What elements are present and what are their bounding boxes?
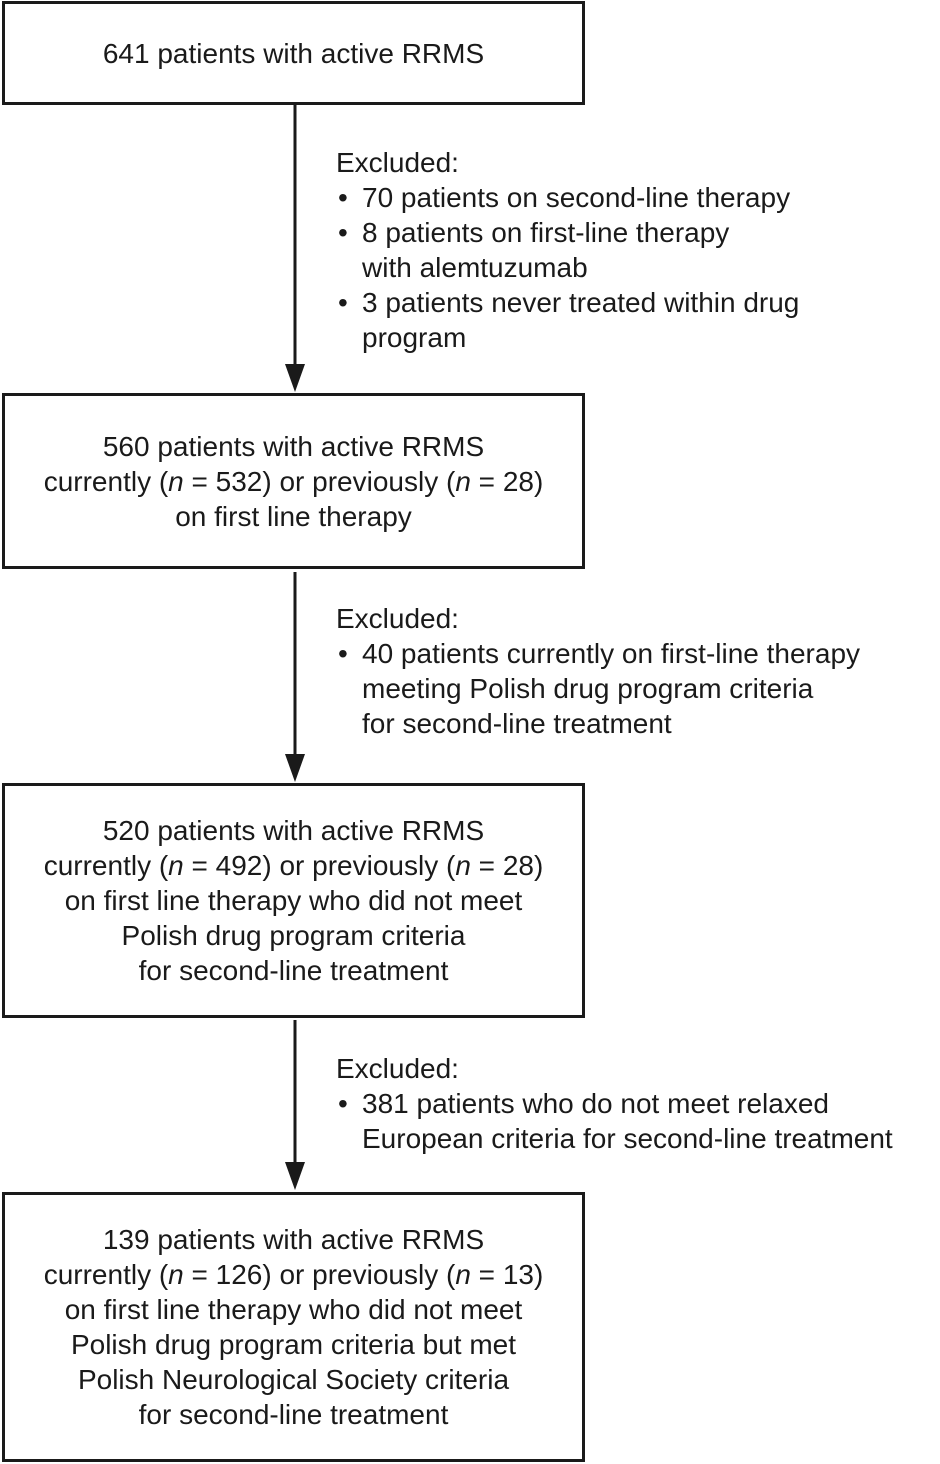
exclusion-heading: Excluded: <box>336 1053 459 1084</box>
exclusion-bullet-line: meeting Polish drug program criteria <box>362 673 814 704</box>
arrow-2-head <box>285 754 305 782</box>
exclusion-bullet-line: 8 patients on first-line therapy <box>336 215 799 250</box>
exclusion-bullet: 70 patients on second-line therapy <box>336 180 799 215</box>
box-text-line: 520 patients with active RRMS <box>102 815 485 846</box>
box-text-line: Polish drug program criteria but met <box>70 1329 517 1360</box>
box-text-line: currently (n = 532) or previously (n = 2… <box>43 465 544 497</box>
box-text-line: Polish Neurological Society criteria <box>77 1364 510 1395</box>
box-text-line: on first line therapy <box>175 500 412 532</box>
exclusion-heading: Excluded: <box>336 147 459 178</box>
box-text-line: for second-line treatment <box>138 955 449 986</box>
box-text-line: on first line therapy who did not meet <box>64 885 523 916</box>
box-text-line: 139 patients with active RRMS <box>102 1224 485 1255</box>
box-text-line: 641 patients with active RRMS <box>102 37 485 69</box>
box-1-all-patients: 641 patients with active RRMS <box>2 1 585 105</box>
exclusion-bullet-line: 3 patients never treated within drug <box>336 285 799 320</box>
exclusion-heading: Excluded: <box>336 603 459 634</box>
arrow-1-head <box>285 364 305 392</box>
exclusion-3: Excluded:381 patients who do not meet re… <box>336 1051 893 1156</box>
box-text-line: 560 patients with active RRMS <box>102 430 485 462</box>
exclusion-bullet: 3 patients never treated within drugprog… <box>336 285 799 355</box>
exclusion-2: Excluded:40 patients currently on first-… <box>336 601 860 741</box>
exclusion-bullet-line: 40 patients currently on first-line ther… <box>336 636 860 671</box>
box-4-meeting-pns-criteria: 139 patients with active RRMS currently (… <box>2 1192 585 1462</box>
exclusion-1: Excluded:70 patients on second-line ther… <box>336 145 799 355</box>
box-text-line: Polish drug program criteria <box>121 920 466 951</box>
exclusion-bullet-line: for second-line treatment <box>362 708 672 739</box>
exclusion-bullet-line: 70 patients on second-line therapy <box>336 180 799 215</box>
exclusion-bullet-line: with alemtuzumab <box>362 252 588 283</box>
box-3-not-meeting-polish-criteria: 520 patients with active RRMS currently (… <box>2 783 585 1018</box>
exclusion-bullet: 40 patients currently on first-line ther… <box>336 636 860 741</box>
arrow-3-head <box>285 1162 305 1190</box>
box-text-line: for second-line treatment <box>138 1399 449 1430</box>
exclusion-bullet: 381 patients who do not meet relaxedEuro… <box>336 1086 893 1156</box>
exclusion-bullet-line: 381 patients who do not meet relaxed <box>336 1086 893 1121</box>
exclusion-bullet-line: program <box>362 322 467 353</box>
box-text-line: currently (n = 492) or previously (n = 2… <box>43 850 544 881</box>
exclusion-bullet-line: European criteria for second-line treatm… <box>362 1123 893 1154</box>
box-text-line: on first line therapy who did not meet <box>64 1294 523 1325</box>
box-text-line: currently (n = 126) or previously (n = 1… <box>43 1259 544 1290</box>
